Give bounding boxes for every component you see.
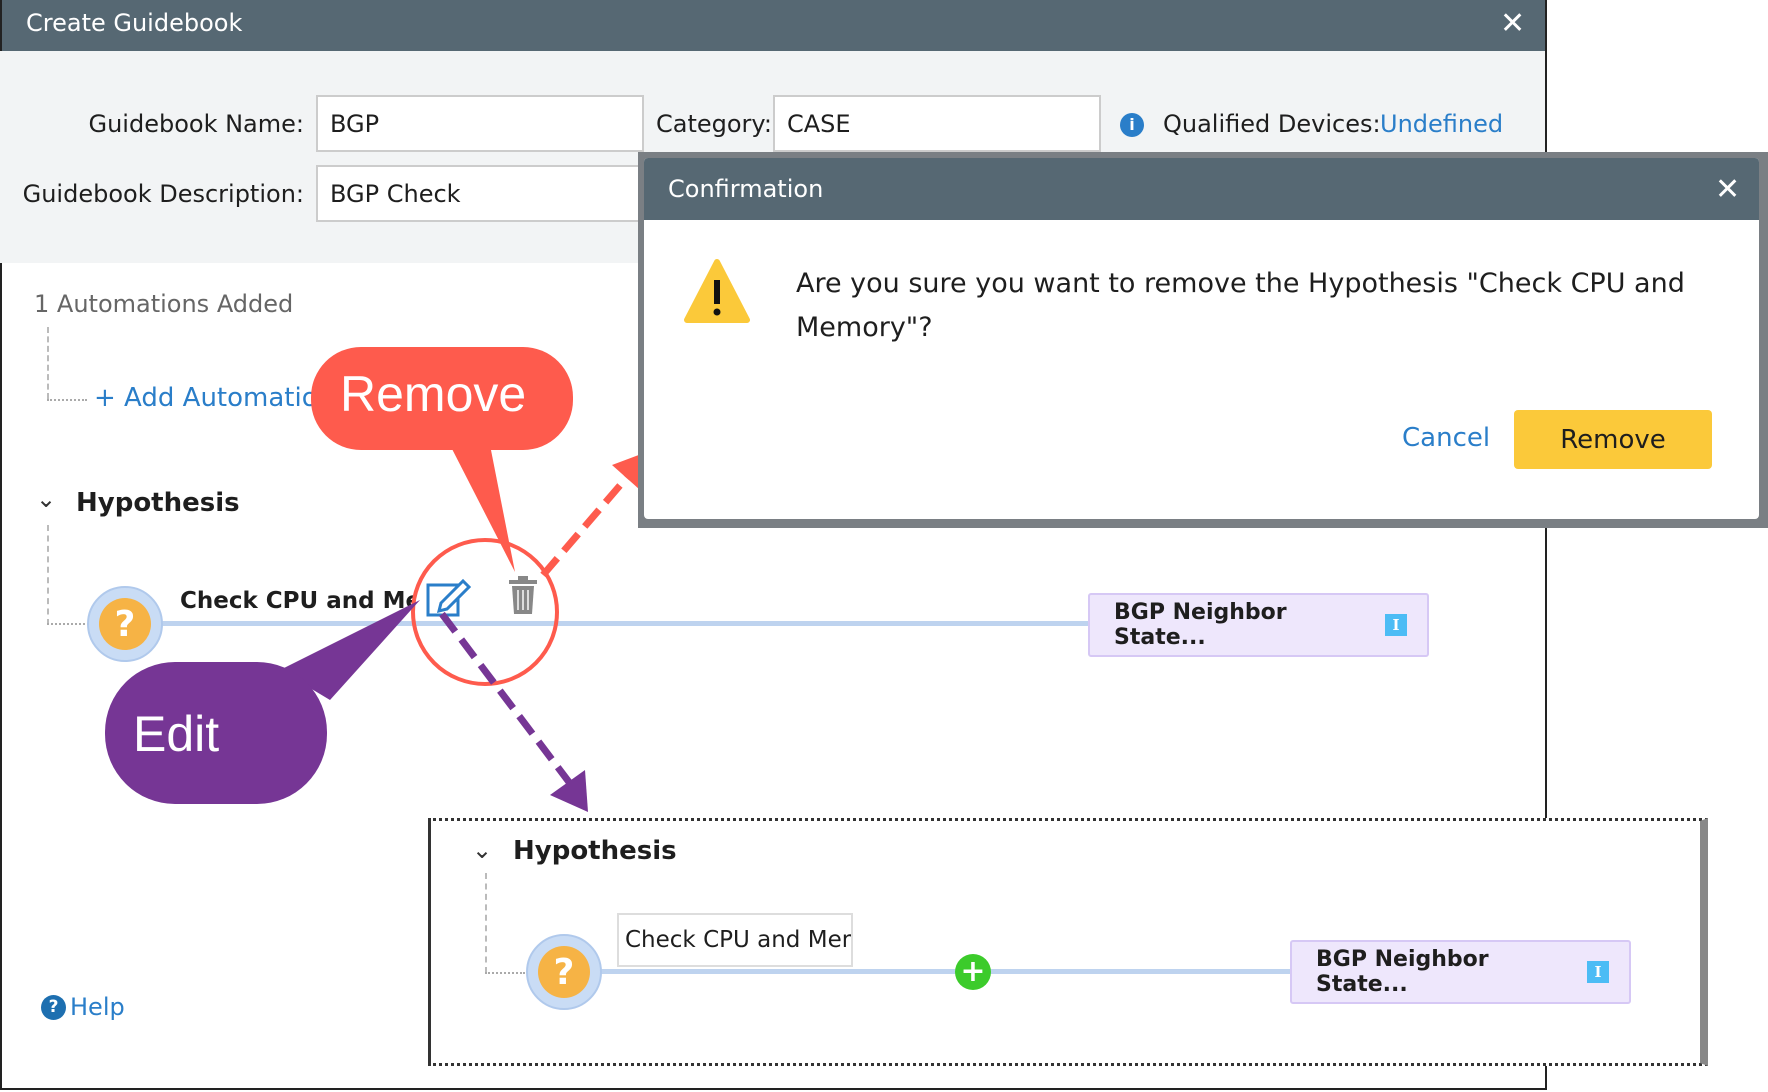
- hypothesis-section-title: Hypothesis: [76, 488, 240, 518]
- edit-hypothesis-title: Hypothesis: [513, 836, 677, 866]
- edit-bgp-neighbor-state-node[interactable]: BGP Neighbor State... I: [1290, 940, 1631, 1004]
- tree-line: [485, 972, 525, 974]
- hypothesis-name-input[interactable]: Check CPU and Mem: [617, 913, 853, 967]
- question-icon: ?: [99, 598, 151, 650]
- info-icon: i: [1120, 113, 1144, 137]
- help-link[interactable]: ? Help: [41, 993, 125, 1021]
- qualified-devices-label: Qualified Devices:: [1163, 110, 1381, 138]
- automations-count: 1 Automations Added: [34, 290, 294, 318]
- help-label: Help: [70, 993, 125, 1021]
- help-icon: ?: [41, 994, 66, 1020]
- tree-line: [47, 399, 87, 401]
- window-titlebar: Create Guidebook: [2, 0, 1545, 51]
- add-automation-link[interactable]: + Add Automation: [94, 383, 335, 413]
- confirmation-message: Are you sure you want to remove the Hypo…: [796, 268, 1685, 343]
- add-plus-icon[interactable]: +: [955, 954, 991, 990]
- remove-callout-label: Remove: [340, 366, 527, 422]
- tree-line: [47, 525, 49, 625]
- bgp-neighbor-state-node[interactable]: BGP Neighbor State... I: [1088, 593, 1429, 657]
- confirmation-dialog: Confirmation Are you sure you want to re…: [644, 158, 1759, 519]
- question-icon: ?: [538, 946, 590, 998]
- guidebook-name-input[interactable]: BGP: [316, 95, 644, 152]
- info-badge-icon: I: [1587, 961, 1609, 983]
- bgp-node-label: BGP Neighbor State...: [1316, 947, 1489, 997]
- info-badge-icon: I: [1385, 614, 1407, 636]
- hypothesis-connector: [160, 621, 1090, 626]
- dialog-title: Confirmation: [668, 175, 824, 203]
- guidebook-name-label: Guidebook Name:: [88, 110, 305, 138]
- chevron-down-icon[interactable]: ⌄: [472, 836, 493, 864]
- window-close-icon[interactable]: ✕: [1500, 6, 1526, 41]
- category-input[interactable]: CASE: [773, 95, 1101, 152]
- remove-button[interactable]: Remove: [1514, 410, 1712, 469]
- tree-line: [485, 873, 487, 973]
- hypothesis-item-label[interactable]: Check CPU and Men: [180, 588, 415, 614]
- edit-icon[interactable]: [425, 575, 471, 619]
- dialog-titlebar: Confirmation: [644, 158, 1759, 220]
- warning-icon: [684, 259, 750, 323]
- cancel-button[interactable]: Cancel: [1402, 423, 1491, 453]
- chevron-down-icon[interactable]: ⌄: [36, 485, 57, 513]
- edit-hypothesis-node[interactable]: ?: [526, 934, 602, 1010]
- category-label: Category:: [656, 110, 772, 138]
- tree-line: [47, 623, 89, 625]
- edit-connector: [600, 969, 1292, 974]
- trash-icon[interactable]: [506, 574, 540, 616]
- edit-callout-label: Edit: [133, 706, 220, 762]
- qualified-devices-link[interactable]: Undefined: [1380, 110, 1504, 138]
- hypothesis-node[interactable]: ?: [87, 586, 163, 662]
- dialog-close-icon[interactable]: ✕: [1715, 172, 1741, 207]
- window-title: Create Guidebook: [26, 9, 243, 37]
- bgp-node-label: BGP Neighbor State...: [1114, 600, 1287, 650]
- tree-line: [47, 327, 49, 399]
- guidebook-description-input[interactable]: BGP Check: [316, 165, 644, 222]
- guidebook-description-label: Guidebook Description:: [22, 180, 304, 208]
